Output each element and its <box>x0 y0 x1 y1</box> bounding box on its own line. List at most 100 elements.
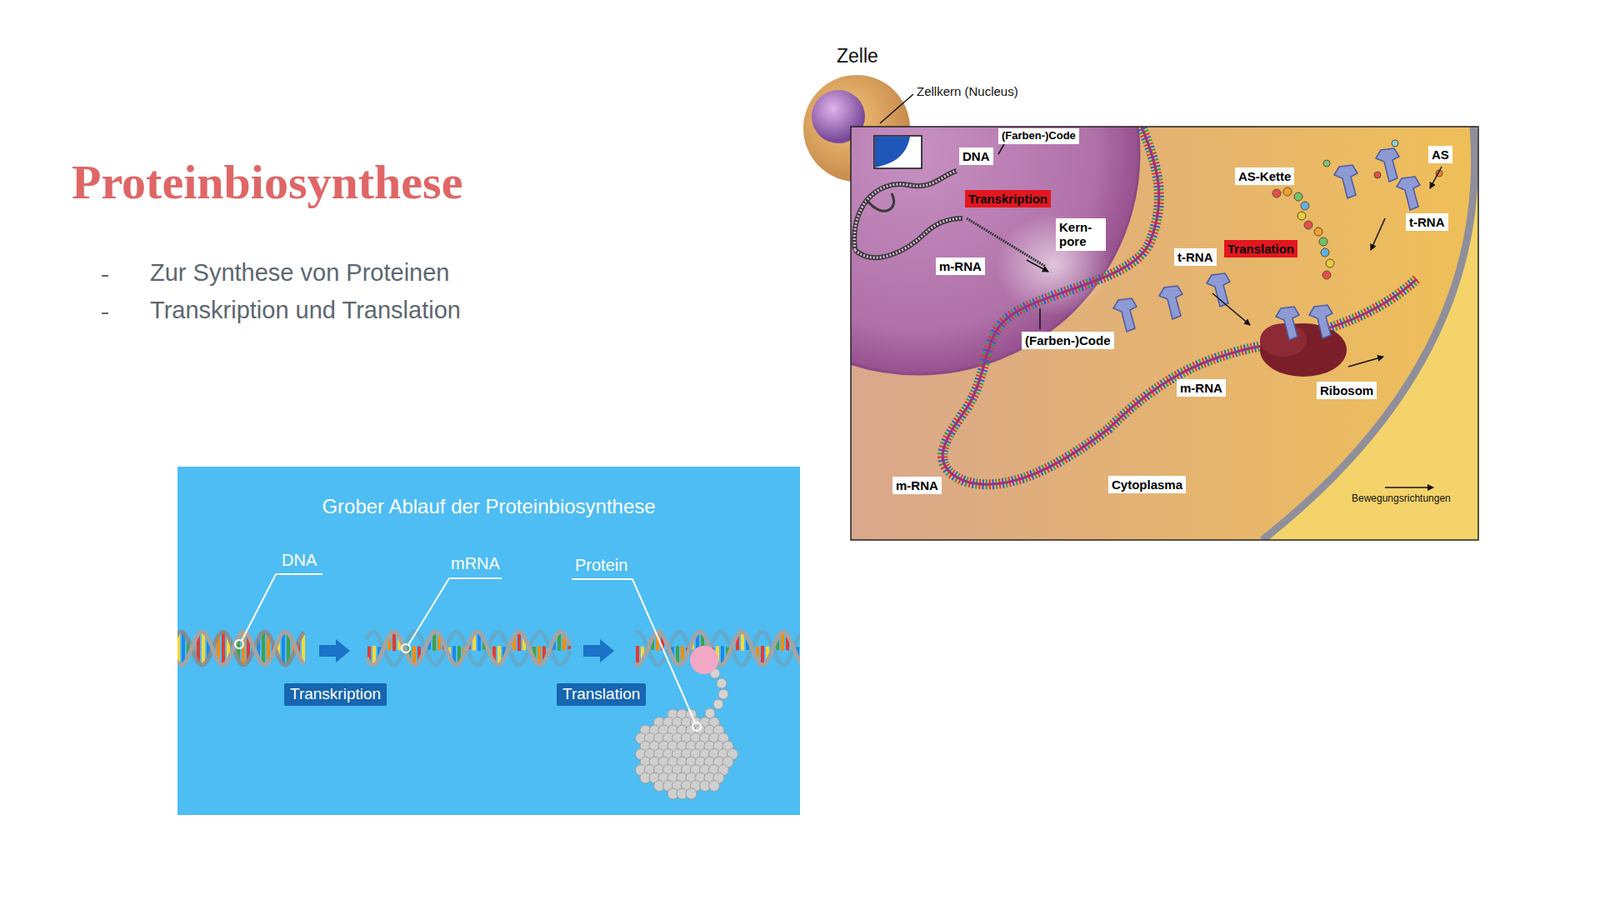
helix-strand <box>366 631 570 665</box>
leader-line <box>571 578 633 580</box>
nuclear-pore-glow <box>995 213 1113 317</box>
mrna-bases <box>942 126 1417 485</box>
bullet-text: Transkription und Translation <box>150 296 461 325</box>
amino-acid <box>1283 187 1292 196</box>
nucleus <box>850 126 1140 375</box>
flow-arrow <box>319 639 350 663</box>
region-label: Cytoplasma <box>1108 475 1186 494</box>
amino-acid <box>1319 237 1328 246</box>
leader-line <box>408 578 450 645</box>
code-label: (Farben-)Code <box>1021 331 1115 350</box>
illustration-label: DNA <box>281 550 317 570</box>
node-text: AS <box>1431 147 1450 162</box>
helix-strand <box>177 631 305 665</box>
amino-acid <box>1314 227 1323 236</box>
protein-bead <box>685 788 697 800</box>
ribosome <box>1260 323 1347 377</box>
mrna-bases <box>942 126 1417 485</box>
leader-dot <box>692 722 701 731</box>
trna-symbol <box>1206 273 1230 307</box>
mrna-label: m-RNA <box>892 476 942 495</box>
trna-symbol <box>1159 285 1183 320</box>
node-text: Translation <box>1227 241 1295 256</box>
chain-label: AS-Kette <box>1235 167 1295 185</box>
illustration-label: mRNA <box>450 554 500 574</box>
code-label: (Farben-)Code <box>998 128 1080 145</box>
direction-arrow <box>1385 486 1434 489</box>
leader-line <box>241 574 276 641</box>
node-text: Ribosom <box>1320 383 1374 398</box>
node-text: (Farben-)Code <box>1025 333 1111 348</box>
dna-strand <box>855 218 963 258</box>
dna-strand <box>854 170 957 250</box>
node-text: Grober Ablauf der Proteinbiosynthese <box>177 495 800 519</box>
bullet-dash <box>101 275 109 277</box>
direction-arrow <box>1430 166 1442 189</box>
cell-membrane <box>1262 126 1475 540</box>
trna-symbol <box>1113 298 1137 332</box>
process-tag: Translation <box>1224 240 1298 258</box>
direction-arrow <box>1370 218 1385 250</box>
amino-acid <box>1294 192 1303 201</box>
process-tag: Transkription <box>965 190 1051 208</box>
amino-acid <box>1391 140 1399 147</box>
direction-arrow <box>1026 260 1049 272</box>
node-text: Transkription <box>968 191 1048 206</box>
ribosome-label: Ribosom <box>1316 381 1377 400</box>
amino-acid <box>1300 201 1310 210</box>
amino-acid-bead <box>716 678 727 689</box>
trna-symbol <box>1309 305 1333 339</box>
node-text: AS-Kette <box>1238 169 1291 184</box>
callout-label: Zellkern (Nucleus) <box>916 84 1019 99</box>
protein-bead <box>709 780 720 792</box>
leader-line <box>449 577 502 580</box>
ribosome <box>1260 323 1307 357</box>
node-text: m-RNA <box>895 478 939 493</box>
direction-arrow <box>1212 293 1250 325</box>
amino-acid <box>1297 211 1306 220</box>
leader-line <box>998 144 1005 155</box>
base-pair <box>221 631 225 665</box>
ribosome-symbol <box>690 645 719 675</box>
figure-label: Zelle <box>836 45 879 67</box>
leader-line <box>880 94 914 124</box>
bullet-text: Zur Synthese von Proteinen <box>150 259 450 287</box>
amino-acid <box>1322 270 1331 280</box>
node-text: (Farben-)Code <box>1001 129 1076 142</box>
cell-detail <box>850 126 1479 540</box>
node-text: Transkription <box>290 685 381 703</box>
pore-label: Kern- pore <box>1055 218 1106 251</box>
flow-arrow <box>583 639 615 663</box>
node-text: Cytoplasma <box>1111 477 1183 492</box>
trna-label: t-RNA <box>1174 248 1217 266</box>
slide-title: Proteinbiosynthese <box>71 155 463 211</box>
amino-acid <box>1323 160 1330 167</box>
amino-acid <box>1272 189 1281 198</box>
direction-arrow <box>1348 356 1384 367</box>
amino-acid <box>1320 248 1330 257</box>
node-text: Translation <box>562 685 640 703</box>
node-text: t-RNA <box>1409 215 1445 230</box>
process-illustration <box>177 466 800 815</box>
base-pair <box>177 633 180 664</box>
leader-line <box>1039 308 1041 330</box>
leader-dot <box>401 644 410 653</box>
legend-note: Bewegungsrichtungen <box>1351 493 1451 505</box>
leader-dot <box>235 640 244 649</box>
node-text: Kern- pore <box>1059 220 1092 249</box>
mrna-bases <box>942 126 1417 485</box>
node-text: m-RNA <box>939 259 982 274</box>
dna-strand <box>855 218 963 258</box>
zoom-marker <box>874 135 922 169</box>
trna-symbol <box>1396 176 1420 210</box>
amino-acid <box>1325 259 1335 268</box>
zoom-marker <box>875 136 910 168</box>
helix-strand <box>366 631 570 665</box>
dna-strand <box>854 170 957 250</box>
amino-acid-bead <box>718 689 729 700</box>
node-text: t-RNA <box>1177 250 1214 265</box>
helix-strand <box>177 631 305 665</box>
process-panel: Grober Ablauf der ProteinbiosyntheseTran… <box>177 466 800 815</box>
amino-acid <box>1304 220 1313 230</box>
leader-line <box>275 573 323 575</box>
